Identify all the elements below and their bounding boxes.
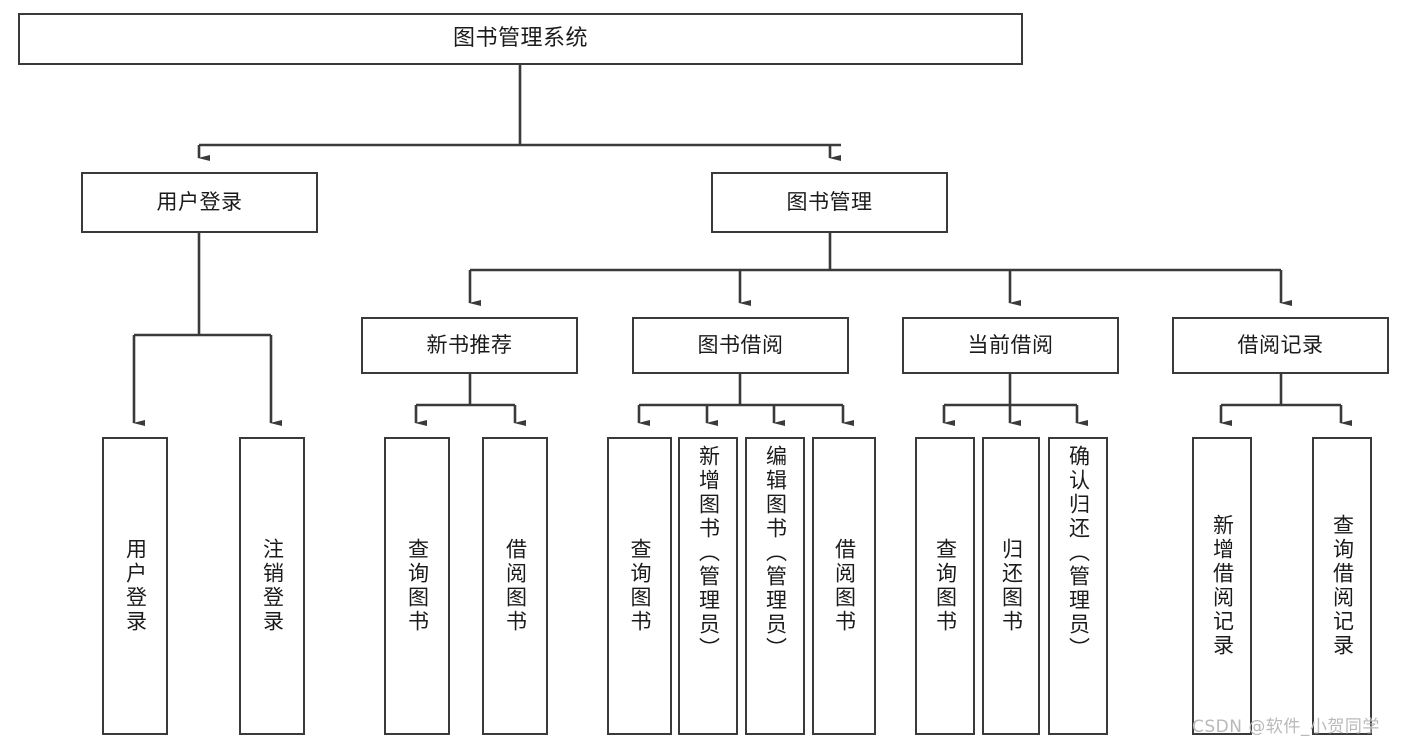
node-label: 查询图书 [628, 538, 652, 634]
node-label: 借阅图书 [503, 538, 528, 634]
node-label: 图书借阅 [697, 333, 784, 358]
node-book-management[interactable]: 图书管理 [711, 172, 948, 233]
node-current-borrow[interactable]: 当前借阅 [902, 317, 1119, 374]
node-book-borrow[interactable]: 图书借阅 [632, 317, 849, 374]
node-label: 新增图书（管理员） [696, 445, 721, 661]
leaf-borrow-add-book-admin[interactable]: 新增图书（管理员） [678, 437, 738, 735]
node-label: 编辑图书（管理员） [763, 445, 788, 661]
node-label: 查询图书 [405, 538, 430, 634]
node-label: 当前借阅 [967, 333, 1054, 358]
leaf-borrow-edit-book-admin[interactable]: 编辑图书（管理员） [745, 437, 805, 735]
watermark: CSDN @软件_小贺同学 [1192, 717, 1380, 737]
node-label: 归还图书 [999, 538, 1024, 634]
leaf-recommend-query-book[interactable]: 查询图书 [384, 437, 450, 735]
leaf-borrow-query-book[interactable]: 查询图书 [607, 437, 672, 735]
node-label: 注销登录 [260, 538, 285, 634]
node-label: 用户登录 [156, 190, 243, 215]
node-label: 借阅图书 [832, 538, 857, 634]
node-label: 图书管理 [786, 190, 873, 215]
node-label: 新书推荐 [426, 333, 513, 358]
node-label: 图书管理系统 [452, 26, 588, 52]
node-label: 借阅记录 [1237, 333, 1324, 358]
node-user-login[interactable]: 用户登录 [81, 172, 318, 233]
node-new-book-recommend[interactable]: 新书推荐 [361, 317, 578, 374]
leaf-current-query-book[interactable]: 查询图书 [915, 437, 975, 735]
leaf-record-query-record[interactable]: 查询借阅记录 [1312, 437, 1372, 735]
leaf-recommend-borrow-book[interactable]: 借阅图书 [482, 437, 548, 735]
node-root-system[interactable]: 图书管理系统 [18, 13, 1023, 65]
leaf-record-add-record[interactable]: 新增借阅记录 [1192, 437, 1252, 735]
leaf-user-login-login[interactable]: 用户登录 [102, 437, 168, 735]
leaf-user-login-logout[interactable]: 注销登录 [239, 437, 305, 735]
node-label: 新增借阅记录 [1210, 514, 1235, 658]
node-label: 确认归还（管理员） [1066, 445, 1091, 661]
node-label: 查询图书 [933, 538, 958, 634]
node-label: 查询借阅记录 [1330, 514, 1355, 658]
leaf-borrow-borrow-book[interactable]: 借阅图书 [812, 437, 876, 735]
leaf-current-return-book[interactable]: 归还图书 [982, 437, 1040, 735]
node-borrow-record[interactable]: 借阅记录 [1172, 317, 1389, 374]
node-label: 用户登录 [123, 538, 148, 634]
leaf-current-confirm-return-admin[interactable]: 确认归还（管理员） [1048, 437, 1108, 735]
